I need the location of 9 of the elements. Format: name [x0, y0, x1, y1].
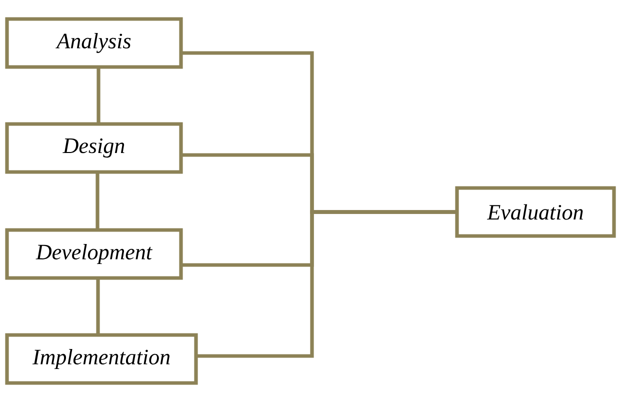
process-box: Development — [5, 228, 183, 280]
connector-line — [96, 278, 100, 335]
connector-line — [196, 210, 457, 358]
connector-line — [96, 67, 100, 124]
process-box: Implementation — [5, 333, 198, 385]
connector-line — [96, 172, 100, 230]
process-box: Evaluation — [455, 186, 616, 238]
process-box: Design — [5, 122, 183, 174]
process-box: Analysis — [5, 17, 183, 69]
